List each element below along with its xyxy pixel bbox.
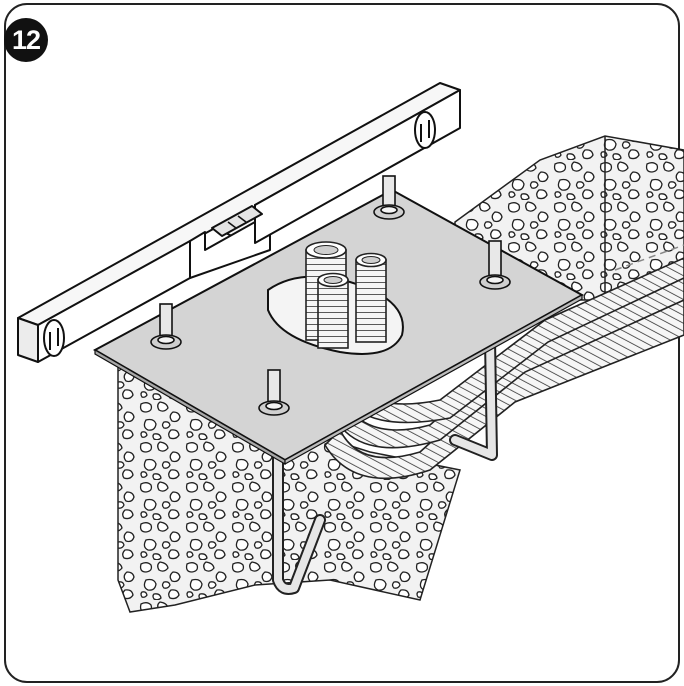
level-vial-center [211, 205, 263, 237]
conduit-risers [305, 241, 387, 349]
anchor-bolt-bottom [258, 369, 290, 416]
anchor-bolt-top [373, 175, 405, 220]
level-vial-right [414, 111, 436, 149]
step-number-badge: 12 [4, 18, 48, 62]
spirit-level [17, 82, 461, 363]
anchor-bolts [150, 175, 511, 416]
step-number: 12 [11, 24, 41, 55]
anchor-bolt-right [479, 240, 511, 290]
anchor-bolt-left [150, 303, 182, 350]
level-vial-left [43, 319, 65, 357]
hook-anchors [272, 334, 498, 595]
